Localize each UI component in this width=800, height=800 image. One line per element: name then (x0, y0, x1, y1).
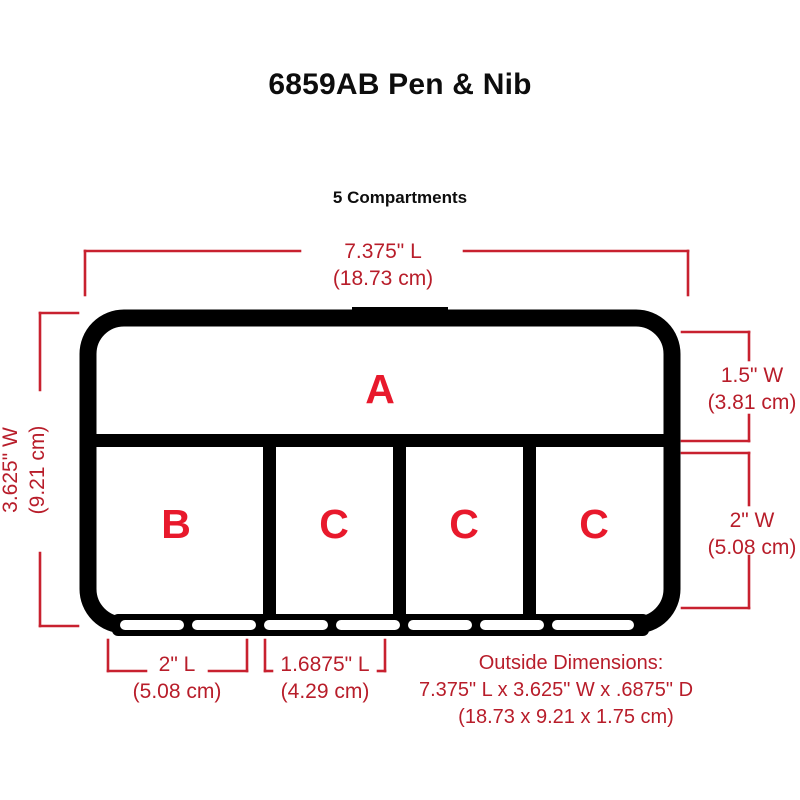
compartment-label-c3: C (579, 501, 609, 547)
outside-dimensions-imperial: 7.375" L x 3.625" W x .6875" D (419, 679, 693, 701)
dimension-right-upper-imperial: 1.5" W (721, 364, 783, 387)
row-divider (88, 434, 672, 447)
dimension-right-lower-imperial: 2" W (730, 509, 775, 532)
dimension-top-length-metric: (18.73 cm) (333, 267, 433, 290)
dimension-right-lower-width: 2" W (5.08 cm) (680, 451, 797, 610)
outside-dimensions-block: Outside Dimensions: 7.375" L x 3.625" W … (419, 652, 693, 728)
divider-b-c1 (263, 440, 276, 626)
dimension-bottom-left-imperial: 2" L (159, 653, 196, 676)
dimension-right-lower-metric: (5.08 cm) (708, 536, 797, 559)
dimension-bottom-middle-metric: (4.29 cm) (281, 680, 370, 703)
dimension-top-length: 7.375" L (18.73 cm) (83, 240, 690, 297)
dimension-bottom-left-length: 2" L (5.08 cm) (106, 638, 249, 703)
outside-dimensions-metric: (18.73 x 9.21 x 1.75 cm) (458, 706, 674, 728)
dimension-top-length-imperial: 7.375" L (344, 240, 422, 263)
dimension-left-width: 3.625" W (9.21 cm) (0, 311, 80, 628)
dimension-bottom-left-metric: (5.08 cm) (133, 680, 222, 703)
compartment-label-c2: C (449, 501, 479, 547)
case-body (79, 307, 681, 636)
dimension-left-width-metric: (9.21 cm) (26, 426, 49, 515)
compartment-label-a: A (365, 366, 395, 412)
compartment-label-c1: C (319, 501, 349, 547)
compartment-label-b: B (161, 501, 191, 547)
hinge-bar (112, 614, 649, 636)
dimension-left-width-imperial: 3.625" W (0, 427, 22, 513)
page-title: 6859AB Pen & Nib (268, 68, 532, 101)
dimension-right-upper-metric: (3.81 cm) (708, 391, 797, 414)
divider-c2-c3 (523, 440, 536, 626)
case-outer-shell (79, 309, 681, 634)
outside-dimensions-heading: Outside Dimensions: (479, 652, 664, 674)
dimension-bottom-middle-length: 1.6875" L (4.29 cm) (263, 638, 387, 703)
compartment-count-subtitle: 5 Compartments (332, 188, 468, 207)
dimension-bottom-middle-imperial: 1.6875" L (280, 653, 369, 676)
dimension-right-upper-width: 1.5" W (3.81 cm) (680, 330, 797, 443)
divider-c1-c2 (393, 440, 406, 626)
